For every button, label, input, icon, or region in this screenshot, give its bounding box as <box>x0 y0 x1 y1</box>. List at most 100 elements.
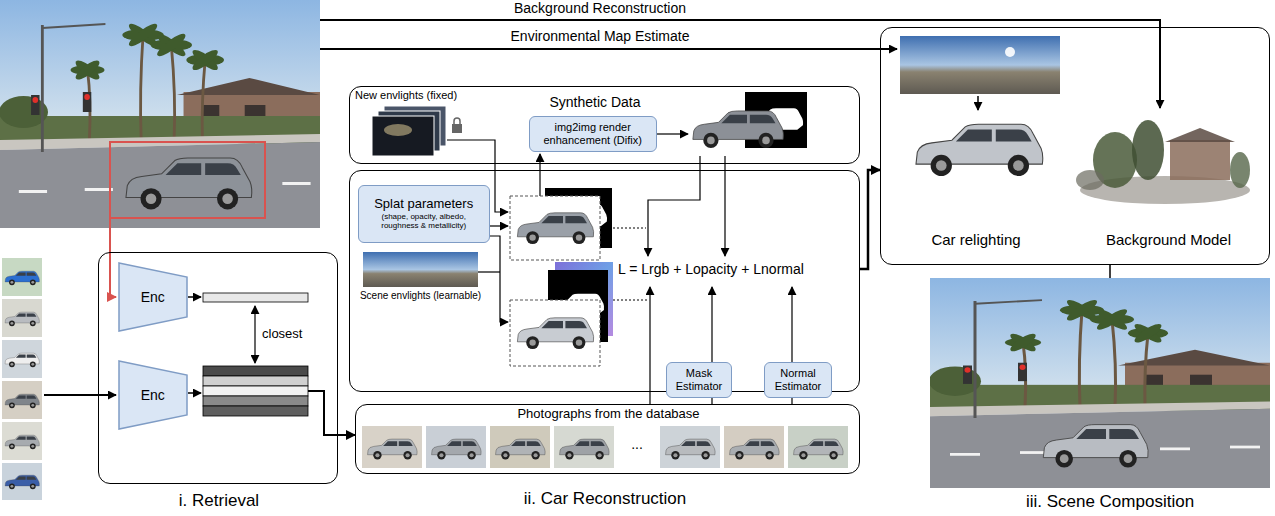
estimator-loss-line <box>711 287 712 362</box>
database-photos <box>432 439 482 459</box>
enhance-to-synthetic <box>657 133 688 134</box>
render-top <box>510 188 612 260</box>
scene-envlight-line <box>478 271 500 272</box>
thumbnail-column <box>5 271 39 285</box>
synthetic-loss-line <box>724 156 725 256</box>
splat-line <box>490 225 508 226</box>
background-model <box>1230 152 1250 188</box>
thumbnail-column <box>5 353 39 367</box>
lock-icon <box>452 124 462 133</box>
database-photos <box>490 426 550 468</box>
box-label: Normal Estimator <box>770 367 826 392</box>
stage-panel: i. RetrievalEncEnc <box>98 252 338 484</box>
render-top <box>517 213 593 244</box>
composed-scene <box>929 278 1270 488</box>
box-note: (shape, opacity, albedo, roughness & met… <box>364 212 484 230</box>
splat-line <box>490 236 508 322</box>
thumbnail-column <box>5 475 39 489</box>
background-model <box>1132 120 1164 180</box>
thumbnail-column <box>5 435 39 449</box>
connector-arrow <box>338 434 355 436</box>
composed-scene <box>929 278 1270 488</box>
env-map-image <box>900 36 1060 94</box>
thumbnail-column <box>2 463 42 500</box>
database-photos <box>426 426 486 468</box>
text-slot: ii. Car Reconstruction <box>470 489 740 509</box>
thumbnail-column <box>2 422 42 460</box>
database-photos <box>794 439 844 459</box>
database-photos <box>362 426 848 468</box>
panel-caption: Background Model <box>1071 231 1266 248</box>
thumbnail-column <box>2 258 42 500</box>
estimator-loss-line <box>791 287 792 362</box>
figure-label: ... <box>620 436 654 452</box>
render-top <box>510 196 600 260</box>
env-map-image <box>900 36 1060 94</box>
envlight-stack <box>372 116 434 156</box>
box-label: Mask Estimator <box>672 367 726 392</box>
database-photos <box>788 426 848 468</box>
database-photos <box>496 439 546 459</box>
figure-label: ii. Car Reconstruction <box>470 489 740 509</box>
dotted-loss-line <box>613 300 648 301</box>
connector-arrow <box>860 170 880 269</box>
background-model <box>1076 120 1250 204</box>
query-embedding <box>203 293 308 302</box>
envlight-stack <box>384 124 412 136</box>
estimator-box: Mask Estimator <box>666 362 732 398</box>
background-model <box>1170 140 1230 180</box>
thumbnail-column <box>5 394 39 408</box>
synthetic-image <box>693 111 784 148</box>
composition-panel: Car relighting Background Model <box>880 27 1270 265</box>
database-photos <box>666 439 716 459</box>
thumbnail-column <box>2 299 42 337</box>
box-label: Enc <box>141 387 165 403</box>
embedding-table <box>203 366 308 376</box>
database-photos <box>724 426 784 468</box>
render-to-enhance <box>539 154 540 196</box>
embed-arrow <box>188 296 201 298</box>
figure-label: Scene envlights (learnable) <box>353 290 488 302</box>
box-label: img2img render enhancement (Difix) <box>535 121 651 146</box>
retrieval-out-line <box>308 391 338 435</box>
street-photo <box>0 0 320 228</box>
text-slot: New envlights (fixed) <box>355 89 505 102</box>
box-label: Splat parameters <box>374 197 473 212</box>
database-photos <box>362 426 422 468</box>
panel-heading: i. Retrieval <box>99 491 339 511</box>
embedding-table <box>203 366 308 416</box>
text-slot: Photographs from the database <box>356 407 861 422</box>
database-photos <box>660 426 720 468</box>
background-arrow <box>320 20 1160 108</box>
panel-heading: Car relighting <box>901 231 1051 248</box>
env-to-car-arrow <box>977 96 979 110</box>
parameter-box: Splat parameters(shape, opacity, albedo,… <box>358 185 490 243</box>
text-slot: iii. Scene Composition <box>995 492 1225 512</box>
embedding-table <box>203 386 308 396</box>
street-photo <box>110 142 265 218</box>
thumbnail-column <box>2 340 42 378</box>
figure-label: Environmental Map Estimate <box>470 28 730 44</box>
text-slot: L = Lrgb + Lopacity + Lnormal <box>618 261 853 277</box>
lock-icon <box>452 118 462 133</box>
text-slot: Scene envlights (learnable) <box>353 290 488 302</box>
text-slot: ... <box>620 436 654 452</box>
render-bottom <box>510 262 613 366</box>
background-model <box>1165 128 1235 142</box>
process-box: img2img render enhancement (Difix) <box>529 116 657 152</box>
lock-icon <box>454 118 460 124</box>
estimator-box: Normal Estimator <box>764 362 832 398</box>
figure-label: closest <box>262 327 322 342</box>
figure-label: Background Reconstruction <box>470 0 730 16</box>
embed-arrow <box>188 392 201 394</box>
query-arrow <box>110 218 116 297</box>
thumbnail-column <box>5 312 39 326</box>
thumbnail-column <box>2 381 42 419</box>
database-photos <box>368 439 418 459</box>
optimization-panel: L = Lrgb + Lopacity + Lnormal Splat param… <box>349 170 860 392</box>
text-slot: Car relighting <box>901 231 1051 248</box>
database-photos <box>560 439 610 459</box>
box-label: Enc <box>141 289 165 305</box>
encoder-outline <box>119 263 187 331</box>
